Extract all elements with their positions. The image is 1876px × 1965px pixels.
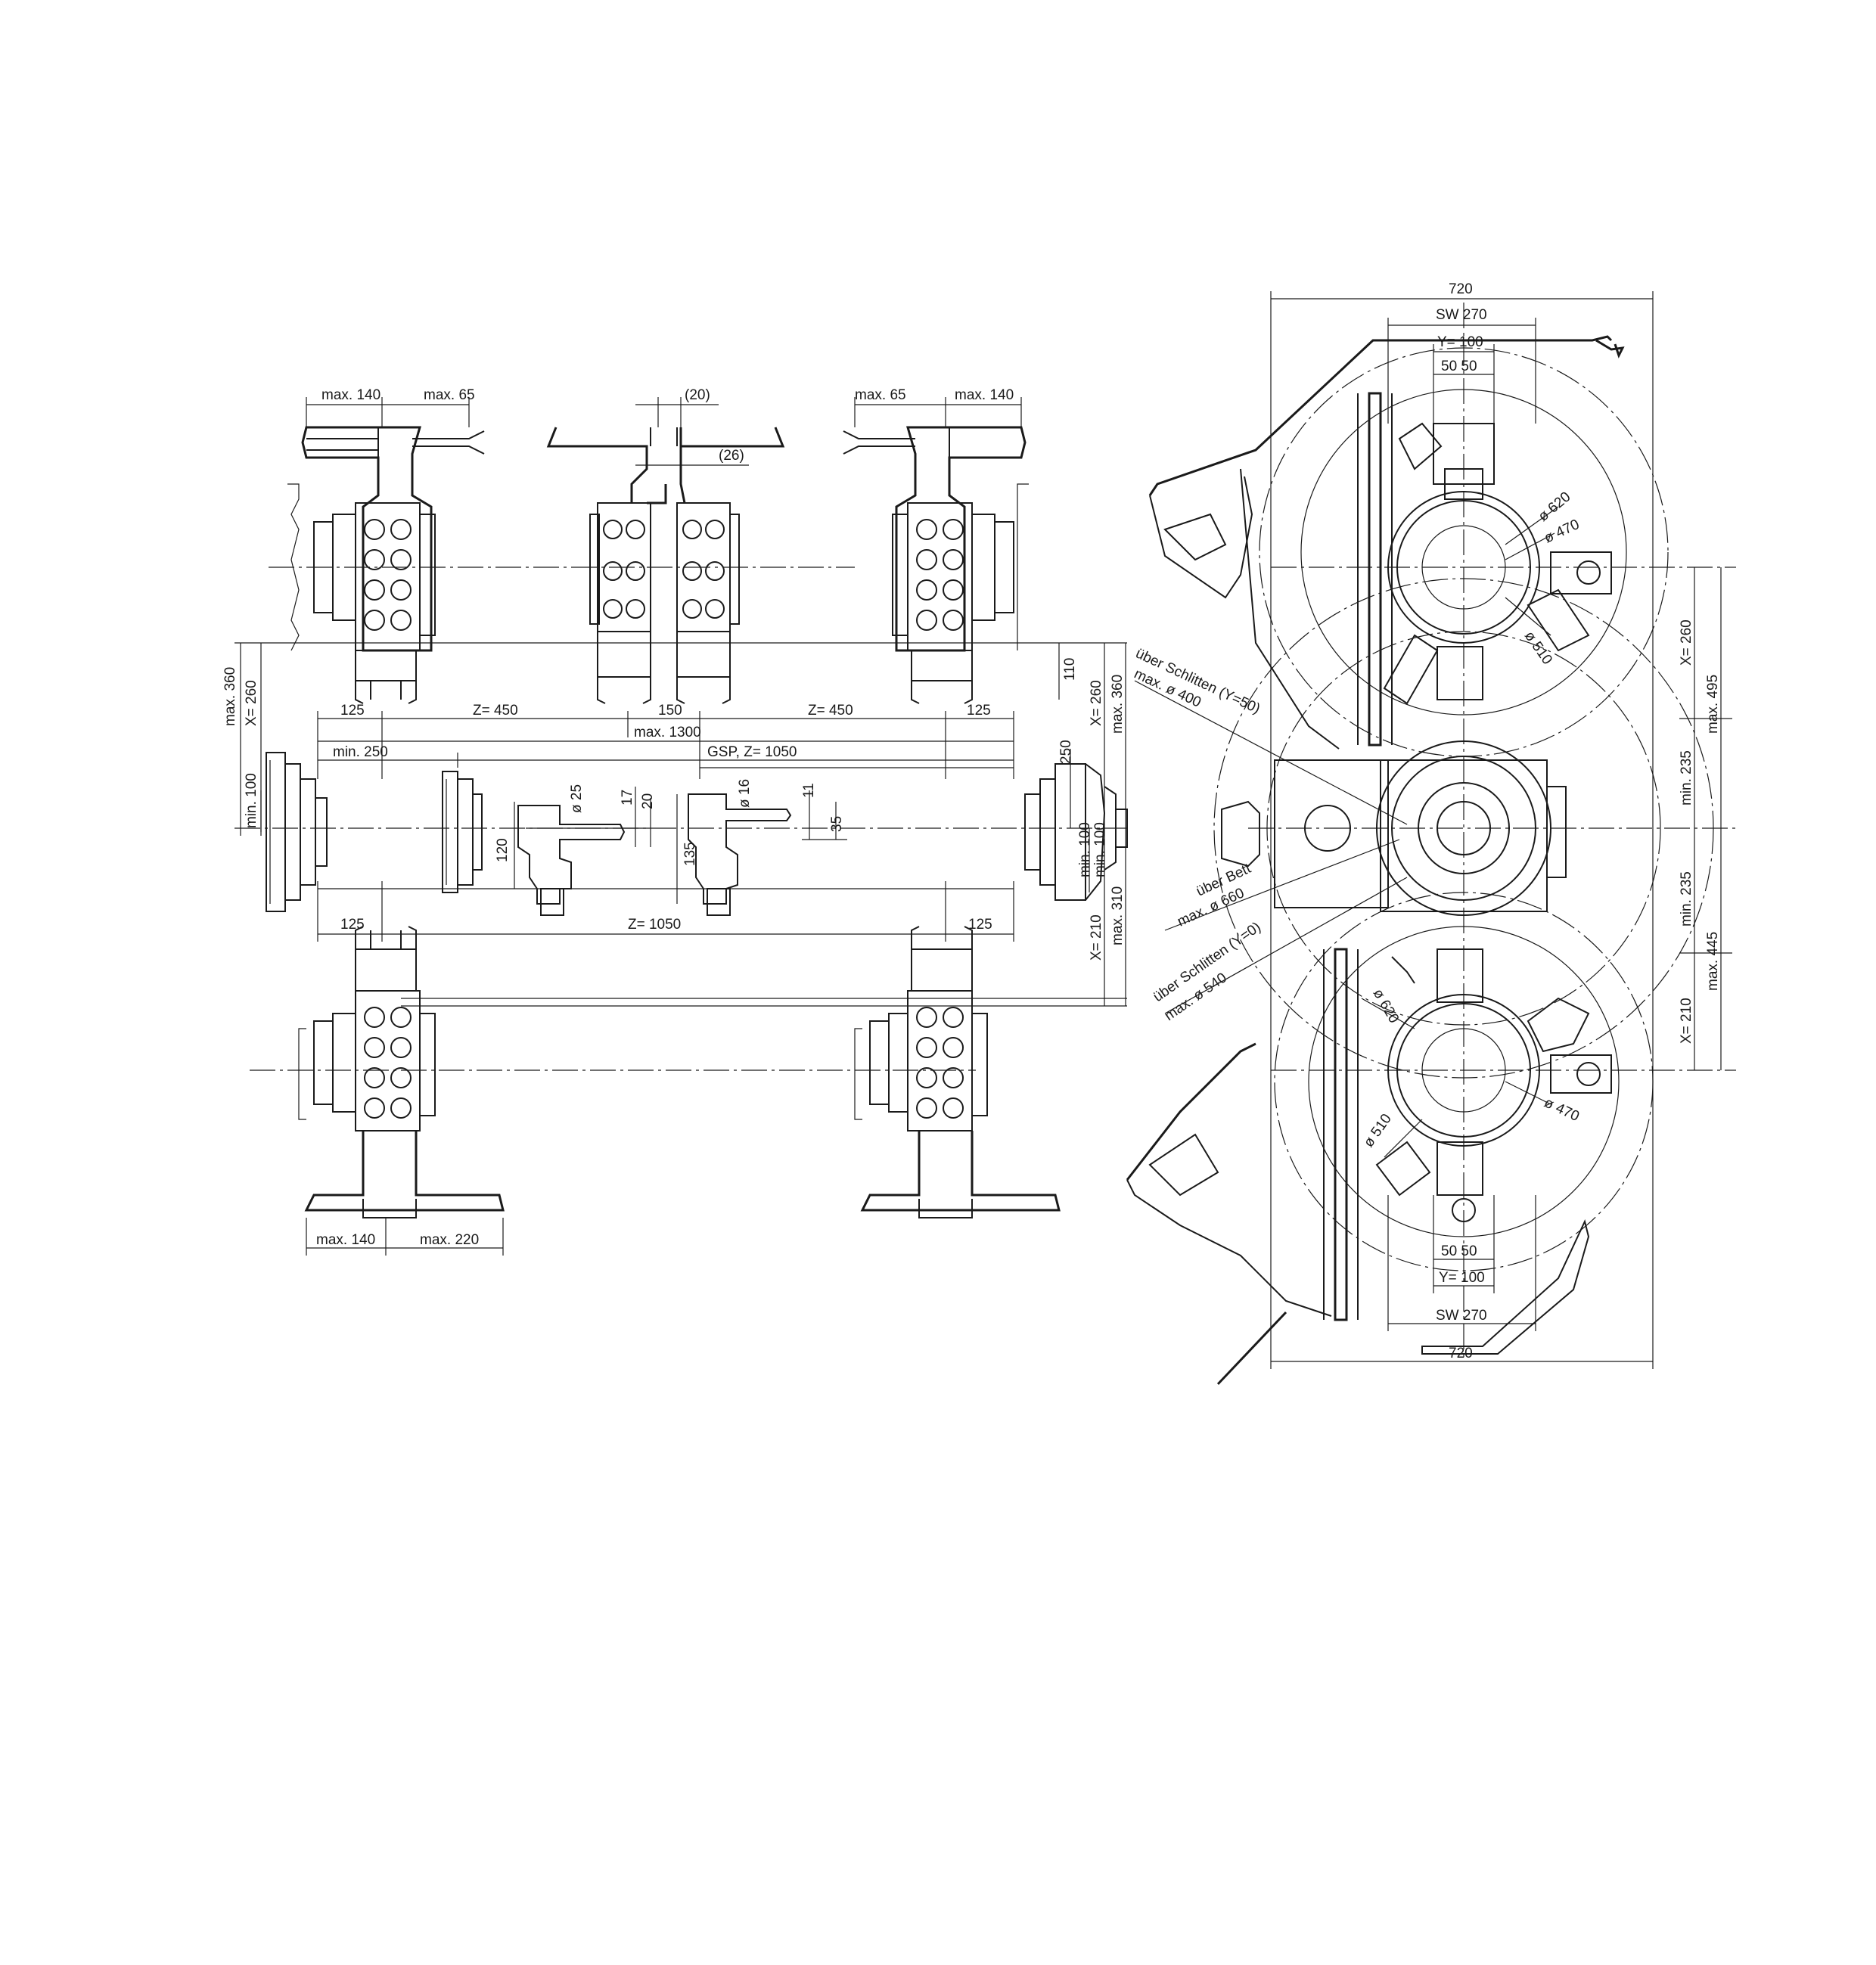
label-min235-a: min. 235 [1679,750,1694,806]
turret-bottom-left [298,926,505,1218]
label-5050-top: 50 50 [1441,359,1477,374]
label-17: 17 [620,790,635,806]
side-view [234,397,1128,1256]
label-sw270-bot: SW 270 [1436,1308,1487,1324]
sub-spindle-right [1024,763,1128,901]
label-max360-left: max. 360 [222,667,238,726]
label-d510-bot: ø 510 [1361,1111,1395,1150]
end-view-labels: 720 SW 270 Y= 100 50 50 ø 620 ø 470 ø 51… [1132,281,1721,1361]
label-max140-bl: max. 140 [316,1232,375,1248]
turret-top-center [546,427,785,704]
label-min235-b: min. 235 [1679,871,1694,927]
end-dimension-lines [1134,291,1732,1369]
label-125-d: 125 [968,917,992,933]
label-20-v: 20 [640,793,656,809]
label-720-top: 720 [1449,281,1473,297]
label-720-bot: 720 [1449,1346,1473,1361]
label-max65-tr: max. 65 [855,387,906,403]
side-dimension-lines [234,397,1127,1256]
label-gsp: GSP, Z= 1050 [707,744,797,760]
label-135: 135 [682,842,698,866]
label-35: 35 [829,816,845,832]
label-x260-right: X= 260 [1089,680,1104,726]
label-x260-end: X= 260 [1679,619,1694,666]
label-max220-bl: max. 220 [420,1232,479,1248]
label-26: (26) [719,448,744,464]
label-250: 250 [1058,740,1074,764]
tailstock-center [442,771,483,893]
tool-holder-1 [517,805,626,916]
turret-top-right [843,426,1029,704]
label-x260-left: X= 260 [244,680,259,726]
label-max140-tl: max. 140 [321,387,380,403]
label-min250: min. 250 [333,744,388,760]
label-max495: max. 495 [1705,675,1721,734]
label-20: (20) [685,387,710,403]
label-125-a: 125 [340,703,365,719]
label-x210-end: X= 210 [1679,998,1694,1044]
label-x210-right: X= 210 [1089,914,1104,961]
label-sw270-top: SW 270 [1436,307,1487,323]
label-z450-b: Z= 450 [808,703,853,719]
tool-holder-2 [688,793,792,916]
label-z450-a: Z= 450 [473,703,518,719]
label-d16: ø 16 [737,779,753,808]
label-11: 11 [801,783,817,798]
label-125-c: 125 [340,917,365,933]
spindle-end-view [1221,740,1567,916]
label-max445: max. 445 [1705,932,1721,991]
turret-end-bottom [1375,948,1612,1222]
label-z1050: Z= 1050 [628,917,681,933]
label-125-b: 125 [967,703,991,719]
label-150: 150 [658,703,682,719]
label-5050-bot: 50 50 [1441,1243,1477,1259]
label-min100-right-b: min. 100 [1092,822,1108,877]
turret-bottom-right [854,926,1061,1218]
label-y100-top: Y= 100 [1437,334,1483,350]
label-min100-right-a: min. 100 [1077,822,1093,877]
label-110: 110 [1062,658,1078,681]
label-max140-tr: max. 140 [955,387,1014,403]
label-max1300: max. 1300 [634,725,701,740]
label-d470-bot: ø 470 [1542,1094,1582,1125]
label-y100-bot: Y= 100 [1439,1270,1485,1286]
label-120: 120 [495,838,511,862]
label-max310: max. 310 [1110,886,1126,945]
label-max65-tl: max. 65 [424,387,475,403]
end-view [1126,291,1736,1386]
label-min100-left: min. 100 [244,773,259,828]
machine-frame [1148,335,1625,496]
label-max360-right: max. 360 [1110,675,1126,734]
label-d25: ø 25 [569,784,585,813]
main-spindle-left [266,752,328,912]
turret-top-left [287,426,485,704]
side-view-labels: max. 140 max. 65 (20) (26) max. 65 max. … [222,387,1126,1248]
turret-end-top [1383,422,1612,705]
